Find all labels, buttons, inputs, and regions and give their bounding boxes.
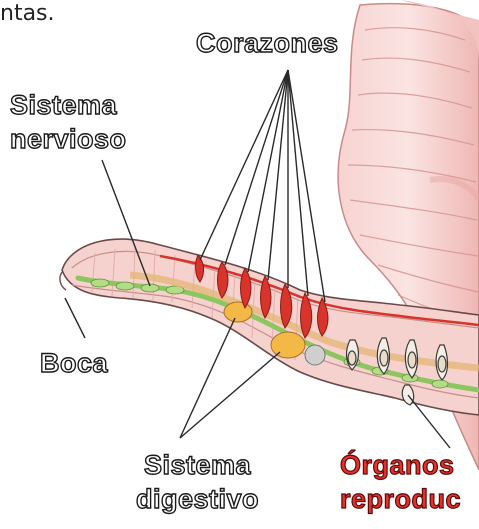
label-organos-reproductores: Órganos reproduc	[340, 448, 461, 516]
label-sistema-nervioso-line2: nervioso	[10, 122, 127, 156]
label-sistema-digestivo-line2: digestivo	[136, 482, 259, 516]
label-boca: Boca	[40, 348, 108, 379]
label-sistema-digestivo-line1: Sistema	[136, 448, 259, 482]
top-text-fragment: ntas.	[0, 0, 55, 28]
label-sistema-digestivo: Sistema digestivo	[136, 448, 259, 516]
label-sistema-nervioso-line1: Sistema	[10, 88, 127, 122]
label-organos-line1: Órganos	[340, 448, 461, 482]
label-corazones: Corazones	[196, 28, 339, 59]
gizzard	[271, 332, 305, 358]
label-organos-line2: reproduc	[340, 482, 461, 516]
crop	[224, 302, 252, 322]
label-sistema-nervioso: Sistema nervioso	[10, 88, 127, 156]
gizzard-grey	[305, 345, 325, 365]
